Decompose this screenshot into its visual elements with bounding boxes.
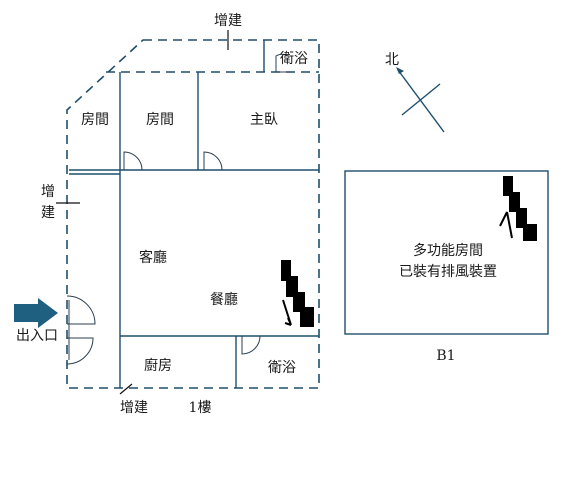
floor1-level-label: 1樓 — [189, 400, 212, 416]
room-label-living: 客廳 — [139, 249, 167, 266]
extension-label-left-2: 建 — [41, 205, 55, 221]
room-label-kitchen: 廚房 — [144, 357, 172, 374]
room-label-master: 主臥 — [250, 112, 278, 128]
floor1-doors — [66, 53, 290, 365]
floor1-interior-walls — [69, 40, 319, 388]
room-label-bedroom-mid: 房間 — [146, 112, 174, 128]
room-label-bath-bottom: 衛浴 — [268, 360, 296, 376]
basement-room-line2: 已裝有排風裝置 — [399, 264, 497, 280]
floor1-extension-walls — [66, 39, 320, 389]
compass-north-label: 北 — [385, 52, 399, 68]
stairs-basement-icon — [499, 176, 537, 241]
extension-label-top: 增建 — [214, 13, 242, 29]
compass-icon — [396, 67, 445, 133]
basement-room-line1: 多功能房間 — [413, 242, 483, 259]
basement-level-label: B1 — [436, 348, 455, 364]
stairs-floor1-icon — [281, 260, 314, 327]
room-label-bedroom-left: 房間 — [81, 112, 109, 128]
extension-label-bottom: 增建 — [120, 400, 148, 416]
extension-label-left-1: 增 — [41, 184, 55, 200]
extension-markers — [56, 30, 229, 395]
room-label-dining: 餐廳 — [210, 291, 238, 308]
entrance-arrow-icon — [14, 298, 58, 328]
entrance-label: 出入口 — [16, 328, 58, 344]
basement-room — [344, 170, 549, 335]
room-label-bath-top: 衛浴 — [280, 51, 308, 67]
